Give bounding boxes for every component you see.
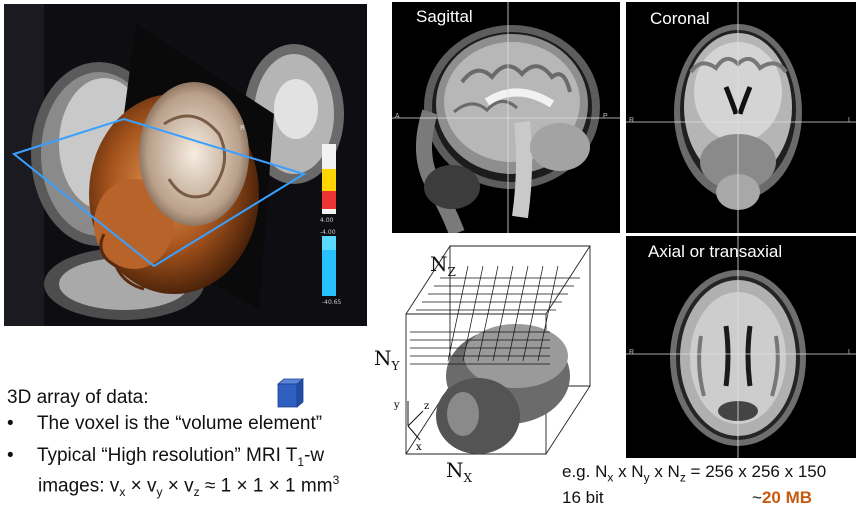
axial-label: Axial or transaxial (648, 242, 783, 261)
bullet-high-res: • Typical “High resolution” MRI T1-w (7, 445, 325, 469)
data-size: ~20 MB (752, 488, 813, 507)
sagittal-marker-left: A (395, 113, 400, 120)
coronal-marker-right: L (848, 117, 852, 124)
sagittal-mri-image (392, 2, 620, 233)
coronal-mri-image (626, 2, 856, 233)
bit-depth: 16 bit (562, 488, 604, 507)
volume-grid-diagram: y z x NZ NY NX (368, 236, 623, 491)
voxel-size-line: images: vx × vy × vz ≈ 1 × 1 × 1 mm3 (38, 473, 340, 500)
axial-marker-left: R (629, 349, 635, 356)
monitor-photo-3d-head: 4.00 -4.00 -40.65 R (4, 4, 367, 326)
sagittal-marker-right: P (603, 113, 608, 120)
voxel-volume-box: y z x (393, 245, 591, 455)
axis-y-label: y (393, 400, 400, 411)
coronal-label: Coronal (650, 9, 710, 28)
data-array-heading: 3D array of data: (7, 387, 149, 408)
coronal-marker-left: R (629, 117, 635, 124)
axial-mri-image (626, 236, 856, 458)
scale-value-2: -4.00 (320, 229, 336, 236)
nz-label: NZ (430, 252, 456, 279)
axis-x-label: x (416, 442, 422, 453)
bullet-voxel: • The voxel is the “volume element” (7, 413, 323, 434)
data-size-value: 20 MB (761, 488, 813, 507)
ny-label: NY (374, 346, 400, 373)
nx-label: NX (446, 458, 473, 485)
sagittal-label: Sagittal (416, 7, 473, 26)
bullet-dot: • (7, 445, 14, 466)
sagittal-mri-panel: Sagittal A P (392, 2, 620, 233)
axial-marker-right: L (848, 349, 852, 356)
bullet-dot: • (7, 413, 14, 434)
scale-value-1: 4.00 (320, 217, 334, 224)
3d-head-rendering: 4.00 -4.00 -40.65 R (4, 4, 367, 326)
coronal-mri-panel: Coronal R L (626, 2, 856, 233)
matrix-size-example: e.g. Nx x Ny x Nz = 256 x 256 x 150 (562, 462, 827, 485)
svg-text:R: R (240, 124, 245, 132)
scale-value-3: -40.65 (322, 299, 342, 306)
voxel-cube-icon (276, 378, 304, 408)
axis-z-label: z (424, 401, 429, 412)
axial-mri-panel: Axial or transaxial R L (626, 236, 856, 458)
